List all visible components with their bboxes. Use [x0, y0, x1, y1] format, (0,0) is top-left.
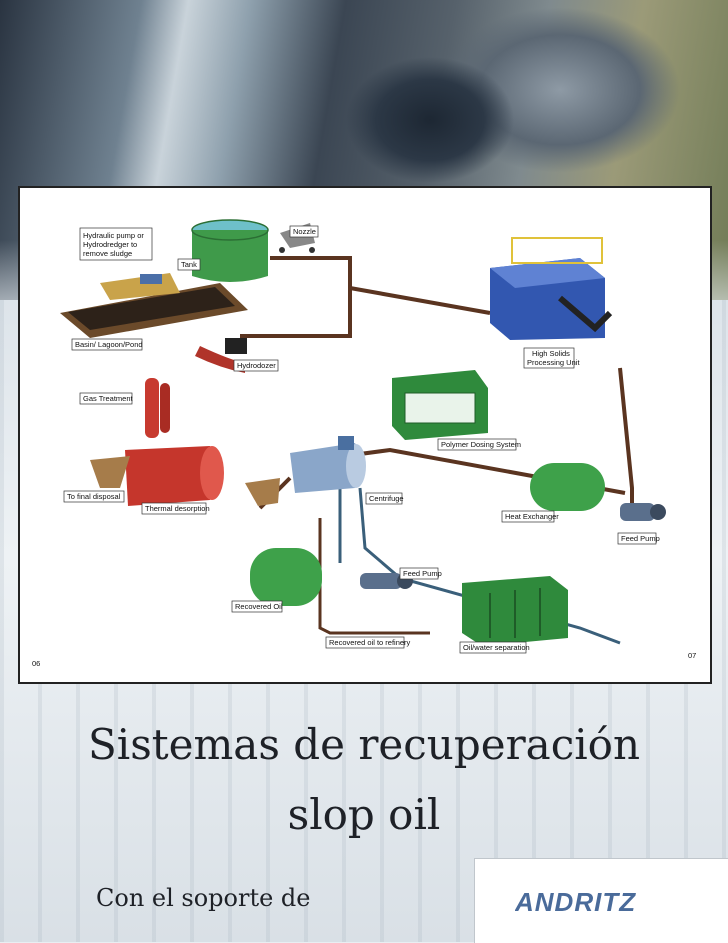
andritz-logo-text: ANDRITZ — [515, 887, 636, 917]
svg-text:Oil/water separation: Oil/water separation — [463, 643, 530, 652]
svg-text:Recovered Oil: Recovered Oil — [235, 602, 283, 611]
polymer-dosing-unit — [392, 370, 488, 440]
svg-text:Recovered oil to refinery: Recovered oil to refinery — [329, 638, 411, 647]
svg-text:Feed Pump: Feed Pump — [403, 569, 442, 578]
svg-text:Thermal desorption: Thermal desorption — [145, 504, 210, 513]
feed-pump-right — [620, 503, 666, 521]
label-feed-pump-right: Feed Pump — [617, 532, 660, 545]
basin — [60, 273, 248, 338]
svg-text:Basin/ Lagoon/Pond: Basin/ Lagoon/Pond — [75, 340, 143, 349]
label-heat-exchanger: Heat Exchanger — [501, 510, 559, 523]
svg-text:Processing Unit: Processing Unit — [527, 358, 580, 367]
tank — [191, 219, 269, 282]
svg-text:Nozzle: Nozzle — [293, 227, 316, 236]
svg-text:Polymer Dosing System: Polymer Dosing System — [441, 440, 521, 449]
label-nozzle: Nozzle — [289, 225, 319, 238]
svg-text:Feed Pump: Feed Pump — [621, 534, 660, 543]
thermal-desorption-drum — [90, 446, 280, 506]
pipe-to-high-solids — [349, 286, 491, 315]
svg-text:Gas Treatment: Gas Treatment — [83, 394, 134, 403]
label-polymer-dosing: Polymer Dosing System — [437, 438, 521, 451]
pipe-tank-basin — [240, 256, 352, 338]
heat-exchanger — [530, 463, 605, 511]
label-oil-water-separation: Oil/water separation — [459, 641, 530, 654]
svg-text:Hydrodredger to: Hydrodredger to — [83, 240, 137, 249]
process-diagram-svg: Hydraulic pump or Hydrodredger to remove… — [32, 219, 696, 668]
pipe-high-solids-feed-pump — [618, 367, 634, 508]
svg-text:To final disposal: To final disposal — [67, 492, 121, 501]
svg-text:Tank: Tank — [181, 260, 197, 269]
svg-text:High Solids: High Solids — [532, 349, 570, 358]
label-thermal-desorption: Thermal desorption — [141, 502, 210, 515]
label-final-disposal: To final disposal — [63, 490, 125, 503]
svg-text:remove sludge: remove sludge — [83, 249, 132, 258]
hydrodozer — [195, 338, 247, 373]
label-gas-treatment: Gas Treatment — [79, 392, 134, 405]
svg-text:Hydrodozer: Hydrodozer — [237, 361, 276, 370]
label-hydraulic-pump: Hydraulic pump or Hydrodredger to remove… — [79, 227, 153, 261]
page-number-right: 07 — [688, 651, 696, 660]
label-hydrodozer: Hydrodozer — [233, 359, 279, 372]
label-recovered-oil: Recovered Oil — [231, 600, 283, 613]
svg-text:Hydraulic pump or: Hydraulic pump or — [83, 231, 144, 240]
label-feed-pump-center: Feed Pump — [399, 567, 442, 580]
process-diagram: Hydraulic pump or Hydrodredger to remove… — [18, 186, 712, 684]
label-recovered-oil-refinery: Recovered oil to refinery — [325, 636, 411, 649]
support-text: Con el soporte de — [96, 884, 311, 912]
page-number-left: 06 — [32, 659, 40, 668]
oil-water-separator — [462, 576, 568, 646]
centrifuge — [290, 436, 366, 493]
gas-treatment-column — [145, 378, 170, 438]
label-basin: Basin/ Lagoon/Pond — [71, 338, 143, 351]
svg-text:Centrifuge: Centrifuge — [369, 494, 404, 503]
label-high-solids: High Solids Processing Unit — [523, 347, 580, 369]
label-tank: Tank — [177, 258, 201, 271]
andritz-logo: ANDRITZ — [515, 887, 636, 917]
recovered-oil-tank — [250, 548, 322, 606]
label-centrifuge: Centrifuge — [365, 492, 404, 505]
title-line-1: Sistemas de recuperación — [87, 720, 640, 769]
andritz-logo-box: ANDRITZ — [474, 858, 728, 943]
high-solids-unit — [490, 237, 613, 340]
title-line-2: slop oil — [287, 790, 441, 839]
svg-text:Heat Exchanger: Heat Exchanger — [505, 512, 559, 521]
